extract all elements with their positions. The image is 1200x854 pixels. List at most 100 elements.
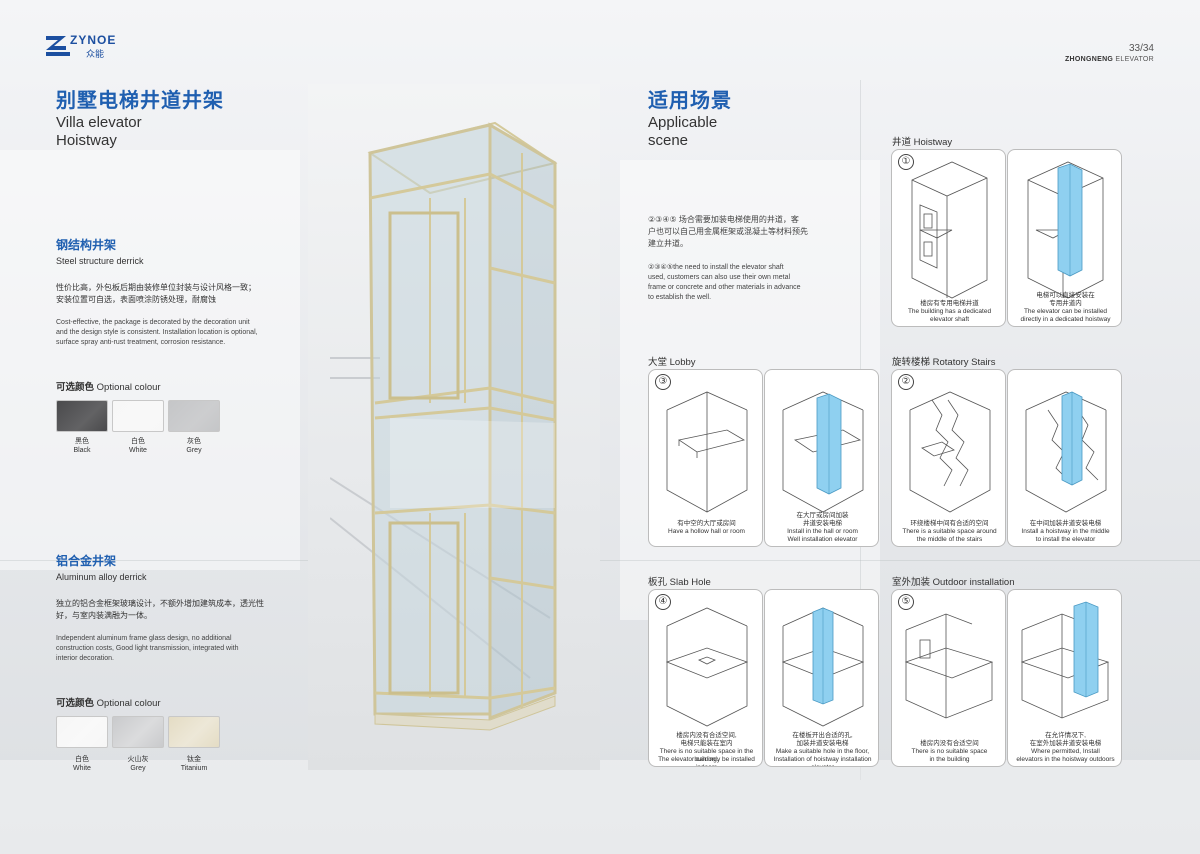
swatch-label: 钛金 Titanium bbox=[168, 755, 220, 773]
caption-cn-1: 电梯可以直接安装在 bbox=[1036, 292, 1095, 299]
swatch-steel-black[interactable] bbox=[56, 400, 108, 432]
glass-elevator-illustration bbox=[330, 121, 558, 731]
swatch-alu-grey[interactable] bbox=[112, 716, 164, 748]
scene-title-en-1: Applicable bbox=[648, 114, 718, 131]
section-title-stairs: 旋转楼梯 Rotatory Stairs bbox=[892, 357, 996, 368]
steel-desc-en-3: surface spray anti-rust treatment, corro… bbox=[56, 339, 226, 346]
swatch-cn: 钛金 bbox=[187, 756, 201, 763]
swatch-cn: 白色 bbox=[131, 438, 145, 445]
alu-desc-en-3: interior decoration. bbox=[56, 655, 114, 662]
scene-number-badge: ⑤ bbox=[898, 594, 914, 610]
intro-cn-2: 户也可以自己用金属框架或混凝土等材料预先 bbox=[648, 227, 808, 236]
page-number: 33/34 bbox=[1128, 43, 1154, 54]
section-title-outdoor: 室外加装 Outdoor installation bbox=[892, 577, 1015, 588]
spiral-stairs-icon bbox=[909, 391, 991, 513]
swatch-en: Black bbox=[73, 447, 91, 454]
scene-card-lobby-before: ③ 有中空的大厅或房间 Have a hollow hall or room bbox=[648, 369, 763, 547]
swatch-alu-titanium[interactable] bbox=[168, 716, 220, 748]
bg-floor bbox=[0, 760, 1200, 854]
scene-card-outdoor-before: ⑤ 楼房内没有合适空间 There is no suitable space i… bbox=[891, 589, 1006, 767]
page-title-en-1: Villa elevator bbox=[56, 114, 142, 131]
intro-en-2: used, customers can also use their own m… bbox=[648, 274, 791, 281]
caption-en-1: Have a hollow hall or room bbox=[668, 528, 745, 535]
caption-en-1: The elevator can be installed bbox=[1023, 308, 1108, 315]
steel-colour-en: Optional colour bbox=[94, 382, 161, 393]
caption-cn-1: 在中间加装井道安装电梯 bbox=[1029, 520, 1102, 527]
lobby-elevator-icon bbox=[782, 391, 864, 513]
slab-hole-icon bbox=[665, 607, 749, 727]
caption-en-1: There is a suitable space around bbox=[902, 528, 997, 535]
bg-floor-line bbox=[0, 560, 1200, 561]
intro-en-4: to establish the well. bbox=[648, 294, 712, 301]
swatch-cn: 火山灰 bbox=[127, 756, 149, 763]
caption-cn-1: 在允许情况下, bbox=[1045, 732, 1086, 739]
page-title-cn: 别墅电梯井道井架 bbox=[56, 90, 224, 112]
caption-en-2: Well installation elevator bbox=[787, 536, 858, 543]
alu-colour-en: Optional colour bbox=[94, 698, 161, 709]
scene-card-slab-before: ④ 楼房内没有合适空间, 电梯只能装在室内 There is no suitab… bbox=[648, 589, 763, 767]
alu-title-cn: 铝合金井架 bbox=[56, 554, 117, 568]
caption-cn-2: 加装井道安装电梯 bbox=[796, 740, 849, 747]
zynoe-logo-icon bbox=[46, 36, 70, 56]
section-title-hoistway: 井道 Hoistway bbox=[892, 137, 953, 148]
lobby-room-icon bbox=[666, 391, 748, 513]
intro-en-3: frame or concrete and other materials in… bbox=[648, 284, 801, 291]
caption-en-1: Install a hoistway in the middle bbox=[1021, 528, 1110, 535]
swatch-label: 火山灰 Grey bbox=[112, 755, 164, 773]
outdoor-elevator-icon bbox=[1020, 601, 1110, 719]
swatch-en: Grey bbox=[186, 447, 202, 454]
alu-desc-cn-2: 好，与室内装满融为一体。 bbox=[56, 611, 152, 620]
scene-card-stairs-after: 在中间加装井道安装电梯 Install a hoistway in the mi… bbox=[1007, 369, 1122, 547]
swatch-en: Titanium bbox=[180, 765, 208, 772]
scene-number-badge: ① bbox=[898, 154, 914, 170]
shaft-building-icon bbox=[911, 161, 988, 299]
steel-desc-en-2: and the design style is consistent. Inst… bbox=[56, 329, 258, 336]
steel-colour-heading: 可选颜色 Optional colour bbox=[56, 379, 161, 393]
swatch-steel-white[interactable] bbox=[112, 400, 164, 432]
caption-cn-1: 在楼板开出合适的孔, bbox=[792, 732, 853, 739]
section-title-lobby: 大堂 Lobby bbox=[648, 357, 696, 368]
steel-title-en: Steel structure derrick bbox=[56, 256, 144, 266]
shaft-elevator-icon bbox=[1027, 161, 1104, 299]
alu-colour-heading: 可选颜色 Optional colour bbox=[56, 695, 161, 709]
scene-card-hoistway-after: 电梯可以直接安装在 专用井道内 The elevator can be inst… bbox=[1007, 149, 1122, 327]
caption-cn-2: 井道安装电梯 bbox=[803, 520, 842, 527]
brand-rest: ELEVATOR bbox=[1113, 56, 1154, 63]
scene-card-stairs-before: ② 环绕楼梯中间有合适的空间 There is a suitable space… bbox=[891, 369, 1006, 547]
swatch-cn: 白色 bbox=[75, 756, 89, 763]
brand-line: ZHONGNENG ELEVATOR bbox=[1065, 56, 1154, 63]
scene-number-badge: ② bbox=[898, 374, 914, 390]
steel-desc-cn-2: 安装位置可自选，表面喷涂防锈处理，耐腐蚀 bbox=[56, 295, 216, 304]
scene-title-cn: 适用场景 bbox=[648, 90, 732, 112]
swatch-steel-grey[interactable] bbox=[168, 400, 220, 432]
swatch-alu-white[interactable] bbox=[56, 716, 108, 748]
caption-en-2: Installation of hoistway installation el… bbox=[773, 756, 872, 766]
scene-card-hoistway-before: ① 楼房有专用电梯井道 The building has a dedicated… bbox=[891, 149, 1006, 327]
scene-card-lobby-after: 在大厅或房间加装 井道安装电梯 Install in the hall or r… bbox=[764, 369, 879, 547]
caption-en-2: The elevator can only be installed indoo… bbox=[658, 756, 755, 766]
intro-cn-1: ②③④⑤ 场合需要加装电梯使用的井道，客 bbox=[648, 215, 799, 224]
steel-desc-cn-1: 性价比高，外包板后期由装修单位封装与设计风格一致； bbox=[56, 283, 256, 292]
scene-number-badge: ③ bbox=[655, 374, 671, 390]
caption-cn-2: 专用井道内 bbox=[1049, 300, 1082, 307]
bg-wall-left bbox=[0, 150, 300, 570]
caption-cn-2: 电梯只能装在室内 bbox=[680, 740, 733, 747]
caption-cn-1: 楼房内没有合适空间, bbox=[676, 732, 737, 739]
section-title-slab: 板孔 Slab Hole bbox=[648, 577, 711, 588]
swatch-en: Grey bbox=[130, 765, 146, 772]
caption-en-1: Where permitted, Install bbox=[1031, 748, 1100, 755]
caption-en-2: elevators in the hoistway outdoors bbox=[1016, 756, 1115, 763]
caption-en-1: There is no suitable space bbox=[911, 748, 988, 755]
outdoor-building-icon bbox=[904, 613, 994, 719]
scene-number-badge: ④ bbox=[655, 594, 671, 610]
caption-en-1: There is no suitable space in the buildi… bbox=[659, 748, 754, 763]
slab-elevator-icon bbox=[781, 607, 865, 727]
caption-cn: 楼房有专用电梯井道 bbox=[920, 300, 979, 307]
steel-colour-cn: 可选颜色 bbox=[56, 382, 95, 393]
alu-desc-en-1: Independent aluminum frame glass design,… bbox=[56, 635, 232, 642]
